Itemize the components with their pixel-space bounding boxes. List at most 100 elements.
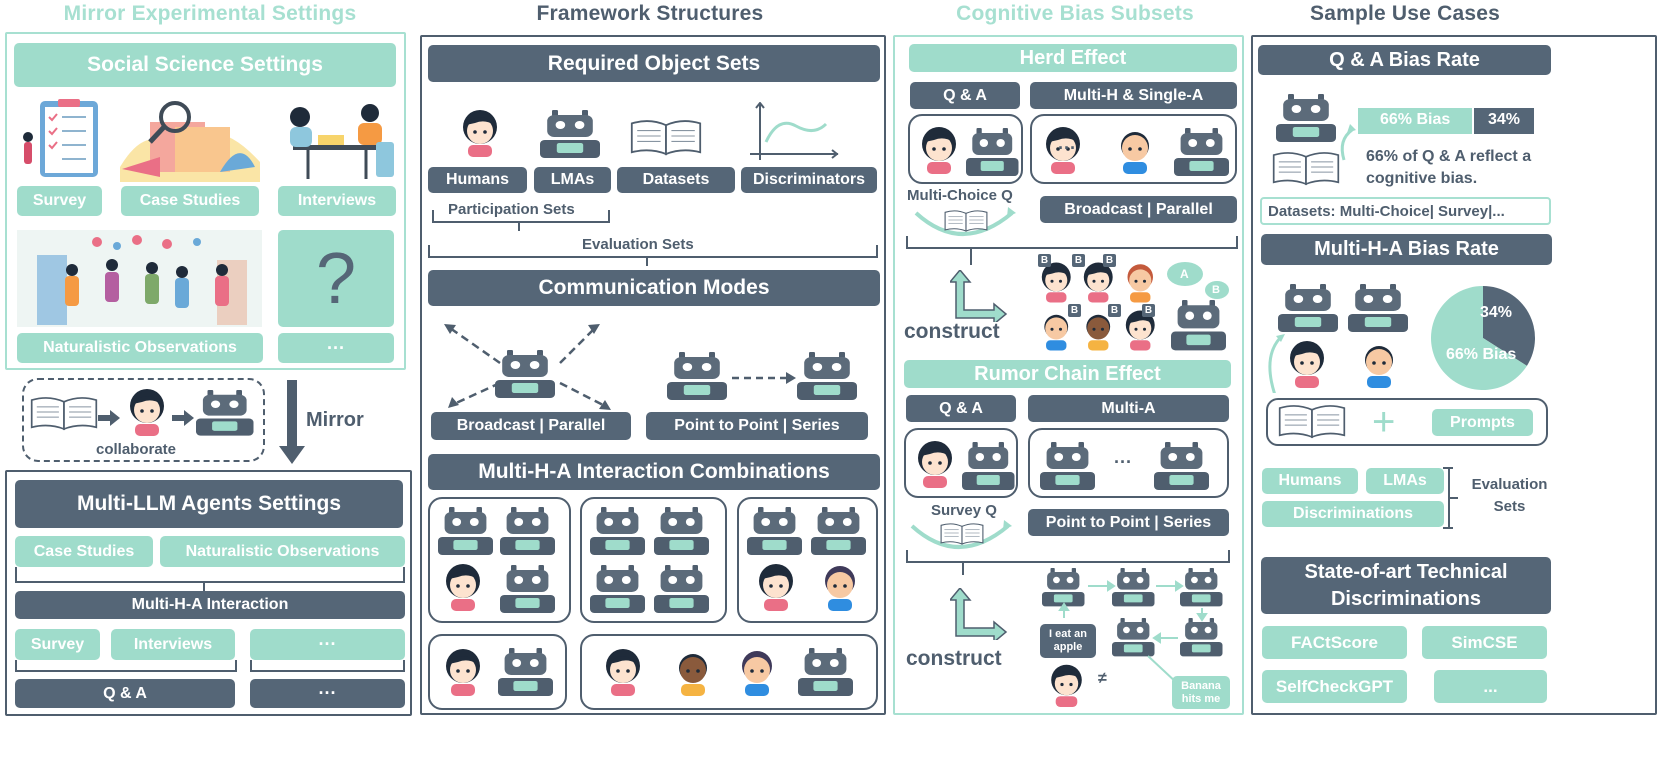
construct-arrow-icon <box>950 588 1008 640</box>
herd-qa: Q & A <box>910 82 1020 109</box>
rumor-qa-icons <box>918 441 1015 490</box>
pie-small-label: 34% <box>1480 304 1513 321</box>
bias-badge: B <box>1068 304 1081 317</box>
sota-title: State-of-art Technical Discriminations <box>1261 557 1551 614</box>
ml-dots-2: ··· <box>250 679 405 708</box>
mha-title: Multi-H-A Interaction Combinations <box>428 454 880 490</box>
discriminators-label: Discriminators <box>741 167 877 193</box>
construct-2: construct <box>906 647 1002 670</box>
ml-survey: Survey <box>15 629 100 660</box>
eval-sets-label: Evaluation Sets <box>1471 476 1548 515</box>
herd-qa-icons <box>922 127 1019 176</box>
herd-crowd-icons <box>1041 262 1229 351</box>
herd-multi: Multi-H & Single-A <box>1030 82 1237 109</box>
bubble-a: A <box>1180 267 1189 281</box>
multi-llm-frame <box>5 470 412 716</box>
comm-title: Communication Modes <box>428 270 880 306</box>
herd-multi-icons <box>1046 127 1229 176</box>
qa-bar-rest <box>1474 108 1534 134</box>
book-icon <box>30 397 98 430</box>
survey-q: Survey Q <box>931 502 997 519</box>
rumor-qa: Q & A <box>906 395 1016 422</box>
bias-badge: B <box>1072 254 1085 267</box>
ml-interviews: Interviews <box>111 629 235 660</box>
col-title-framework: Framework Structures <box>536 2 764 25</box>
herd-dots: ··· <box>1058 138 1076 158</box>
social-science-frame <box>5 32 406 370</box>
ellipsis-label: ··· <box>278 333 394 363</box>
lmas-label: LMAs <box>534 167 611 193</box>
mha-bias-pie <box>1431 286 1535 390</box>
plus-icon: + <box>1372 400 1396 444</box>
evaluation-label: Evaluation Sets <box>582 236 694 253</box>
robot-icon <box>196 390 254 436</box>
framework-frame <box>420 35 886 715</box>
col-title-mirror: Mirror Experimental Settings <box>63 2 357 25</box>
required-title: Required Object Sets <box>428 45 880 82</box>
social-science-title: Social Science Settings <box>14 43 396 87</box>
uc-lmas: LMAs <box>1366 468 1444 494</box>
herd-title: Herd Effect <box>909 44 1237 72</box>
ml-dots-1: ··· <box>250 629 405 660</box>
datasets-line: Datasets: Multi-Choice| Survey|... <box>1260 197 1551 225</box>
book-icon <box>1278 405 1346 438</box>
uc-dots: ... <box>1434 670 1547 703</box>
col-title-usecases: Sample Use Cases <box>1310 2 1500 25</box>
datasets-label: Datasets <box>617 167 735 193</box>
human-face-icon <box>130 389 164 436</box>
bubble-b: B <box>1212 284 1220 296</box>
ml-case-studies: Case Studies <box>15 536 153 567</box>
interviews-label: Interviews <box>278 186 396 216</box>
arrow-icon <box>172 410 194 426</box>
ml-naturalistic: Naturalistic Observations <box>160 536 405 567</box>
naturalistic-label: Naturalistic Observations <box>17 333 263 363</box>
combo-2-icons <box>590 507 709 613</box>
qa-bar-rest-label: 34% <box>1488 111 1521 128</box>
arrow-icon <box>98 410 120 426</box>
curve-chart-icon <box>750 102 839 160</box>
p2p-label: Point to Point | Series <box>646 412 868 440</box>
combo-5-icons <box>606 648 853 696</box>
usecases-frame <box>1251 35 1657 715</box>
survey-label: Survey <box>17 186 102 216</box>
uc-discriminations: Discriminations <box>1262 501 1444 527</box>
ml-mha-interaction: Multi-H-A Interaction <box>15 591 405 619</box>
collaborate-label: collaborate <box>96 441 177 458</box>
simcse: SimCSE <box>1422 626 1547 659</box>
bias-badge: B <box>1038 254 1051 267</box>
qa-bias-text: 66% of Q & A reflect a cognitive bias. <box>1366 148 1532 187</box>
pie-big-label: 66% Bias <box>1446 346 1517 363</box>
qa-bar-bias <box>1358 108 1472 134</box>
mcq-book-icon <box>914 207 1016 236</box>
broadcast-diagram <box>444 324 611 410</box>
neq-symbol: ≠ <box>1098 670 1107 687</box>
mirror-arrow-icon <box>279 380 305 464</box>
uc-humans: Humans <box>1262 468 1358 494</box>
herd-mode: Broadcast | Parallel <box>1040 196 1237 223</box>
rumor-title: Rumor Chain Effect <box>904 360 1231 388</box>
survey-book-icon <box>910 520 1012 549</box>
human-face-icon <box>463 110 497 157</box>
rumor-multi: Multi-A <box>1028 395 1229 422</box>
factscore: FACtScore <box>1262 626 1407 659</box>
mirror-label: Mirror <box>306 409 364 431</box>
col-title-bias: Cognitive Bias Subsets <box>956 2 1194 25</box>
interview-icon <box>290 104 394 179</box>
clipboard-icon <box>23 99 98 177</box>
rumor-dots: ··· <box>1114 452 1132 472</box>
prompts-label: Prompts <box>1432 409 1533 436</box>
qa-bar-bias-label: 66% Bias <box>1380 111 1451 128</box>
participation-label: Participation Sets <box>448 201 575 218</box>
qa-bias-icons <box>1272 94 1356 185</box>
broadcast-label: Broadcast | Parallel <box>431 412 631 440</box>
question-icon: ? <box>278 230 394 327</box>
multi-llm-title: Multi-LLM Agents Settings <box>15 480 403 528</box>
humans-label: Humans <box>428 167 527 193</box>
robot-icon <box>540 110 600 158</box>
p2p-diagram <box>667 352 857 400</box>
mha-bias-icons <box>1268 284 1408 393</box>
herd-mcq: Multi-Choice Q <box>907 187 1013 204</box>
rumor-mode: Point to Point | Series <box>1028 509 1229 536</box>
banana-bubble: Banana hits me <box>1172 676 1230 709</box>
mha-bias-title: Multi-H-A Bias Rate <box>1261 234 1552 265</box>
